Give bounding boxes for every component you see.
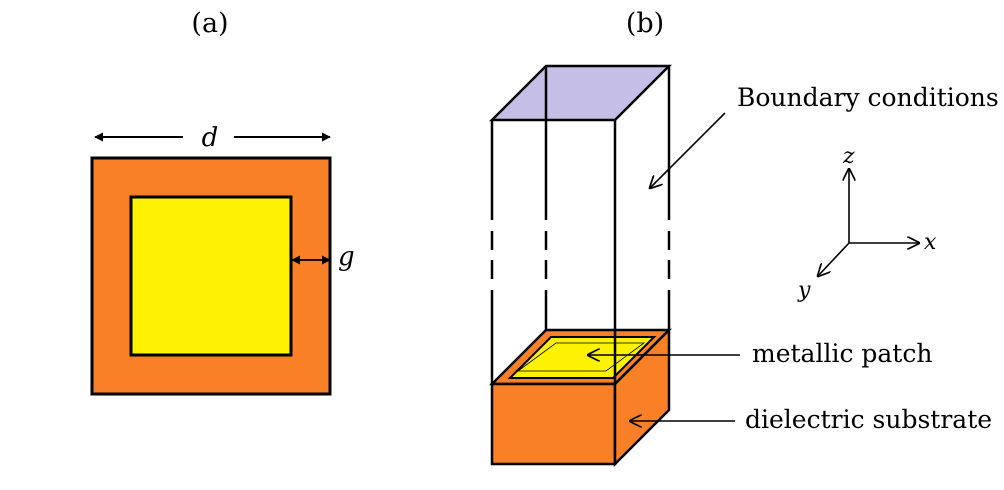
y-axis-label: y [797,278,811,303]
substrate-front-face [490,382,617,466]
d-dimension-label: d [202,123,219,153]
coordinate-axes: z x y [797,144,937,303]
boundary-top-face [488,64,673,122]
dielectric-substrate-label: dielectric substrate [745,405,992,434]
panel-a: (a) d g [90,8,355,396]
g-dimension-label: g [338,242,355,272]
panel-b: (b) Boundary conditions metallic patch [488,8,999,468]
y-axis-arrow [818,242,850,276]
panel-a-label: (a) [191,8,228,39]
metallic-patch-label: metallic patch [752,339,932,368]
patch-square [129,195,293,357]
substrate-side-face [613,326,671,468]
panel-b-label: (b) [626,8,664,39]
boundary-conditions-label: Boundary conditions [737,83,999,112]
x-axis-label: x [924,230,937,255]
metallic-patch-inner-edge [516,342,646,372]
metallic-patch [507,336,657,379]
z-axis-label: z [842,144,855,169]
boundary-conditions-arrow [650,112,726,188]
